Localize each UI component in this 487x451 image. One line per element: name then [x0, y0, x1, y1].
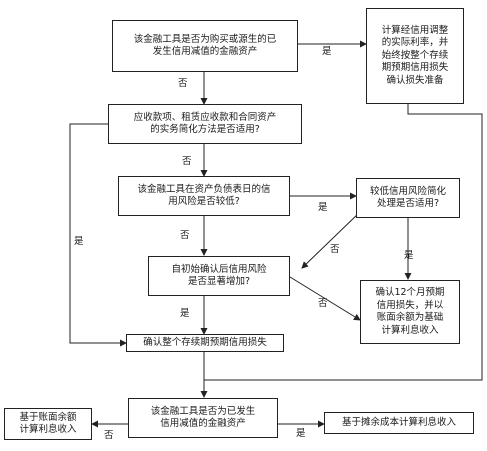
process-credit-adjusted-rate: 计算经信用调整 的实际利率，并 始终按整个存续 期预期信用损失 确认损失准备: [366, 8, 464, 104]
label-yes-q4: 是: [180, 308, 190, 319]
label-yes-q5: 是: [296, 428, 306, 439]
label-no-q3: 否: [180, 230, 190, 241]
decision-low-risk-at-reporting-date: 该金融工具在资产负债表日的信 用风险是否较低?: [118, 176, 290, 216]
decision-purchased-credit-impaired: 该金融工具是否为购买或源生的已 发生信用减值的金融资产: [112, 20, 298, 72]
decision-significant-increase: 自初始确认后信用风险 是否显著增加?: [148, 256, 290, 296]
decision-practical-expedient: 应收款项、租赁应收款和合同资产 的实务简化方法是否适用?: [108, 104, 302, 144]
label-no-q1: 否: [178, 78, 188, 89]
decision-low-risk-simplification: 较低信用风险简化 处理是否适用?: [356, 178, 460, 218]
label-yes-simplified: 是: [404, 250, 414, 261]
label-no-q2: 否: [182, 156, 192, 167]
arrow-q4-to-12m: [289, 276, 361, 321]
label-yes-q2: 是: [74, 236, 84, 247]
arrow-q2-to-lifetime: [69, 123, 127, 347]
label-yes-q1: 是: [322, 46, 332, 57]
process-interest-on-amortized-cost: 基于摊余成本计算利息收入: [324, 412, 474, 434]
process-interest-on-gross: 基于账面余额 计算利息收入: [4, 408, 92, 440]
label-no-simplified: 否: [330, 244, 340, 255]
process-12-month-ecl: 确认12个月预期 信用损失，并以 账面余额为基础 计算利息收入: [360, 280, 460, 344]
label-no-q4: 否: [318, 298, 328, 309]
arrow-simplified-to-q4: [301, 211, 361, 269]
process-lifetime-ecl: 确认整个存续期预期信用损失: [126, 334, 284, 352]
arrow-credit-rate-to-q5: [204, 104, 483, 381]
label-yes-q3: 是: [318, 202, 328, 213]
label-no-q5: 否: [104, 430, 114, 441]
decision-credit-impaired: 该金融工具是否为已发生 信用减值的金融资产: [128, 398, 278, 438]
